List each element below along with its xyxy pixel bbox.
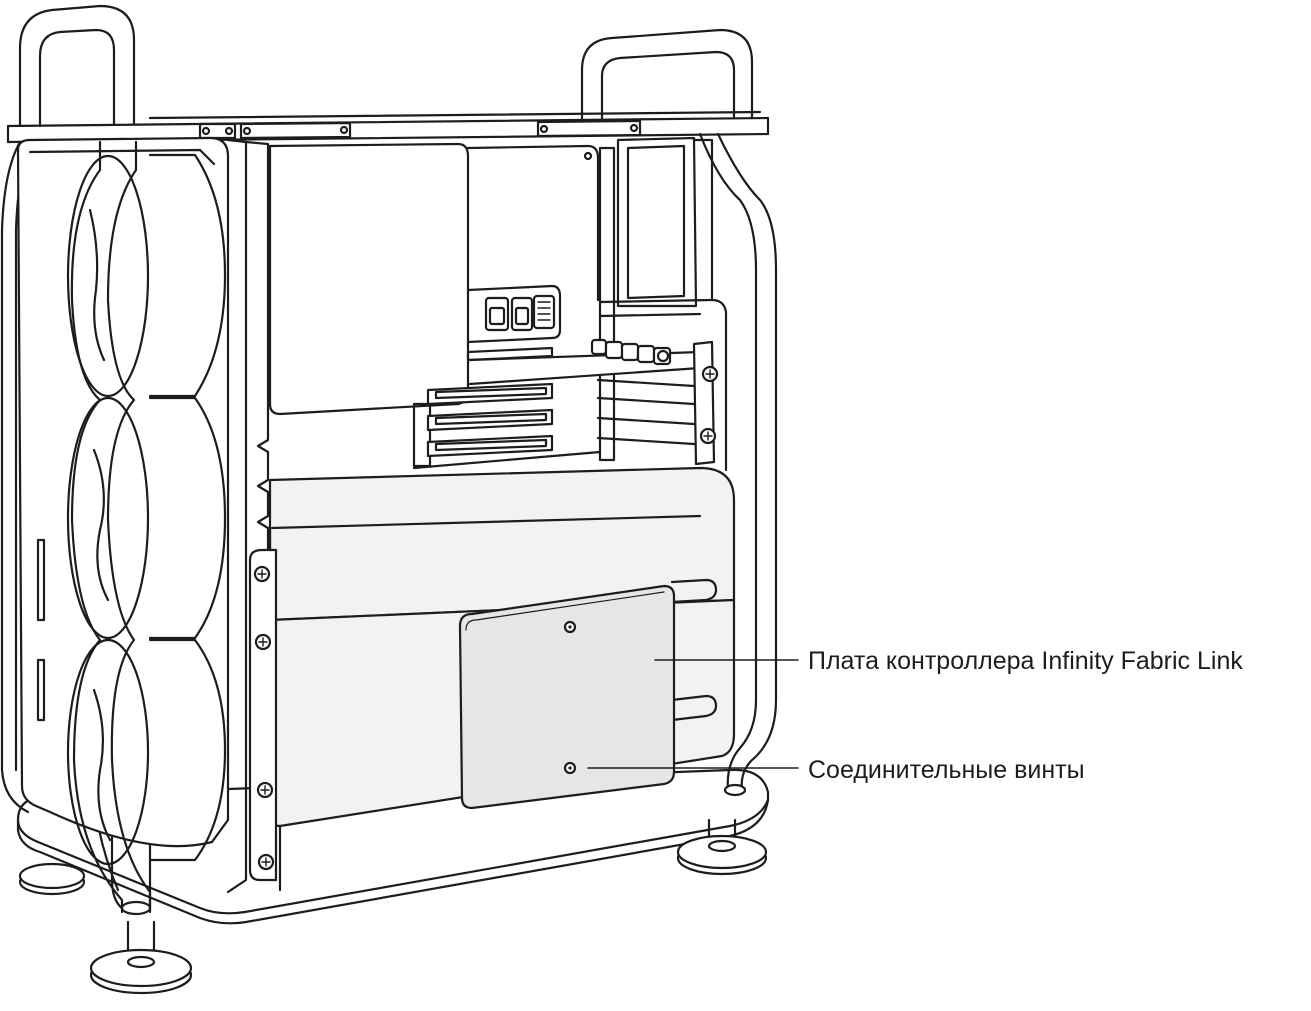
infinity-fabric-link-controller-board [458,584,676,810]
back-left-foot [18,862,86,896]
top-rail [6,110,770,144]
callout-label-connecting-screws: Соединительные винты [808,756,1085,784]
right-frame-tube [698,132,778,797]
pcie-slot-area [412,298,728,472]
front-left-foot [89,920,193,995]
io-card-area [466,144,600,344]
back-right-foot [676,818,768,876]
front-left-tube [70,140,152,916]
left-bracket [248,548,278,882]
fan-module [16,136,230,866]
left-handle [18,4,136,128]
connecting-screw-bottom [563,761,577,775]
connecting-screw-top [563,620,577,634]
callout-label-controller-board: Плата контроллера Infinity Fabric Link [808,647,1243,675]
chassis-divider [226,138,270,894]
upper-panel [268,142,470,416]
right-handle [580,28,754,122]
